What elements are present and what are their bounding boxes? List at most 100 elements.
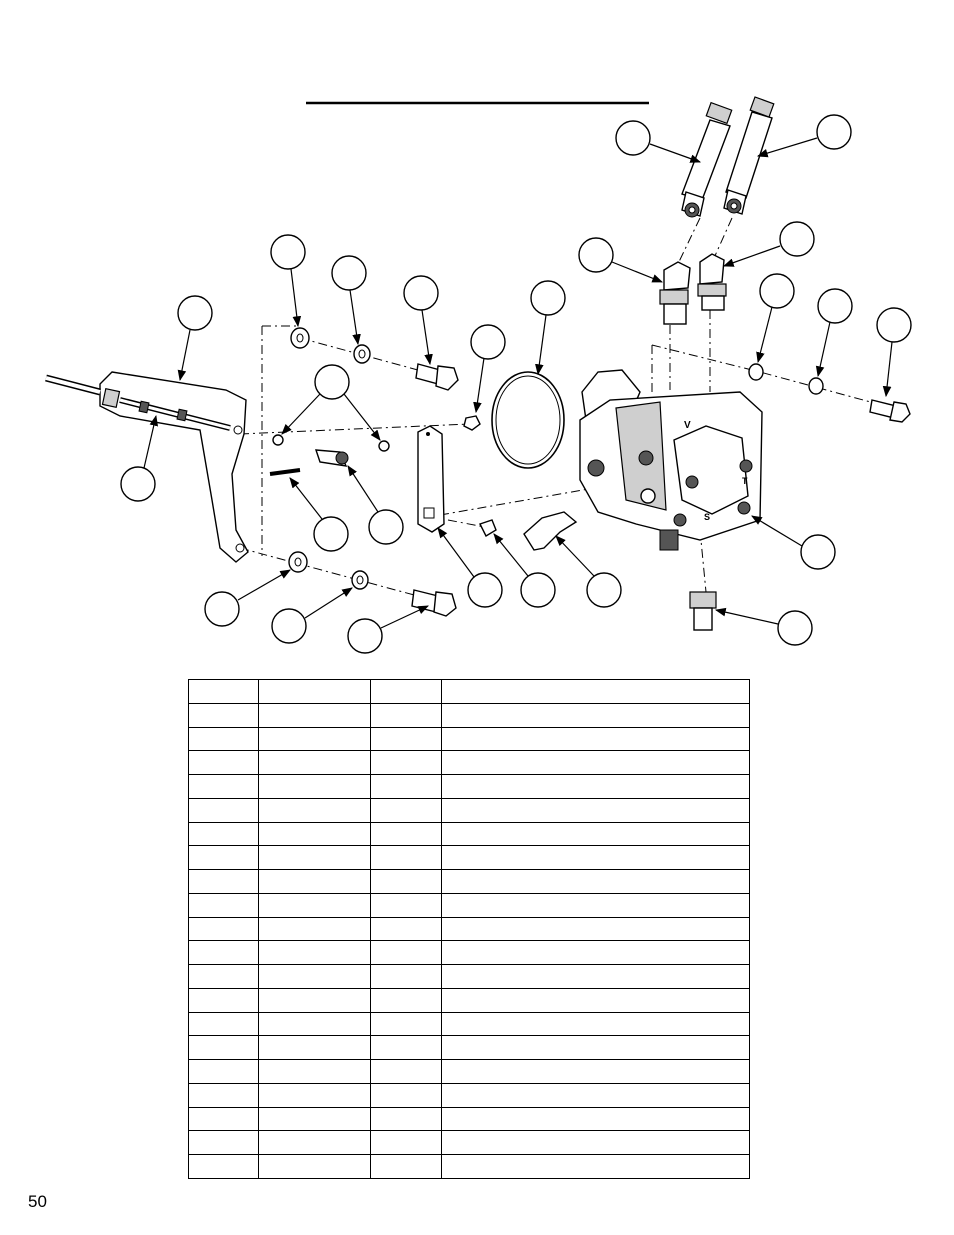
lock-washer-right	[808, 377, 824, 395]
table-cell	[188, 679, 259, 704]
callout-8	[530, 280, 566, 316]
callout-18	[467, 572, 503, 608]
table-cell	[258, 987, 371, 1013]
callout-1	[615, 120, 651, 156]
callout-19	[520, 572, 556, 608]
table-cell	[441, 821, 750, 847]
table-cell	[188, 1035, 259, 1060]
table-cell	[258, 774, 371, 799]
callouts	[120, 114, 912, 654]
table-cell	[258, 821, 371, 847]
spacer	[479, 519, 497, 537]
mounting-bracket	[99, 371, 249, 563]
washer-right	[748, 363, 764, 381]
pin-small	[269, 468, 301, 476]
table-cell	[258, 892, 371, 918]
table-cell	[441, 1011, 750, 1037]
table-row	[188, 892, 750, 918]
table-cell	[188, 750, 259, 775]
callout-23	[271, 608, 307, 644]
callout-6	[331, 255, 367, 291]
table-cell	[370, 916, 442, 942]
callout-15	[120, 466, 156, 502]
table-cell	[188, 702, 259, 728]
table-cell	[188, 1130, 259, 1155]
port-label-v: V	[684, 420, 691, 431]
table-row	[188, 1035, 750, 1060]
table-cell	[188, 916, 259, 942]
table-cell	[441, 1035, 750, 1060]
table-cell	[441, 1059, 750, 1084]
table-cell	[258, 702, 371, 728]
exploded-parts-diagram: V T S	[45, 96, 912, 654]
table-cell	[258, 916, 371, 942]
table-cell	[441, 679, 750, 704]
table-cell	[441, 845, 750, 870]
table-cell	[258, 1106, 371, 1132]
table-cell	[258, 750, 371, 775]
table-cell	[370, 1154, 442, 1179]
callout-9	[759, 273, 795, 309]
parts-list-table	[188, 679, 750, 1179]
table-cell	[370, 1059, 442, 1084]
table-row	[188, 916, 750, 942]
table-cell	[188, 987, 259, 1013]
straight-fitting-lower	[689, 591, 717, 631]
table-cell	[258, 1011, 371, 1037]
table-row	[188, 1106, 750, 1132]
table-cell	[441, 702, 750, 728]
table-row	[188, 869, 750, 894]
lock-washer-upper	[353, 344, 371, 364]
callout-11	[876, 307, 912, 343]
callout-5	[270, 234, 306, 270]
table-cell	[370, 845, 442, 870]
table-row	[188, 774, 750, 799]
table-cell	[441, 797, 750, 823]
table-cell	[188, 869, 259, 894]
callout-20	[586, 572, 622, 608]
table-cell	[370, 1011, 442, 1037]
callout-14	[314, 364, 350, 400]
table-cell	[188, 1082, 259, 1108]
bolt-right	[869, 399, 911, 423]
table-cell	[258, 726, 371, 752]
table-cell	[370, 1082, 442, 1108]
table-cell	[370, 940, 442, 965]
nut-left	[272, 434, 284, 446]
callout-12	[177, 295, 213, 331]
callout-7	[403, 275, 439, 311]
table-cell	[441, 987, 750, 1013]
table-cell	[441, 726, 750, 752]
table-cell	[441, 916, 750, 942]
elbow-fitting	[523, 511, 578, 551]
table-cell	[370, 821, 442, 847]
table-cell	[188, 774, 259, 799]
table-row	[188, 1082, 750, 1108]
table-cell	[370, 1106, 442, 1132]
table-cell	[258, 1082, 371, 1108]
table-row	[188, 1130, 750, 1155]
table-cell	[370, 702, 442, 728]
table-cell	[370, 774, 442, 799]
table-cell	[370, 1035, 442, 1060]
table-row	[188, 821, 750, 847]
table-cell	[258, 845, 371, 870]
table-cell	[441, 940, 750, 965]
table-cell	[258, 869, 371, 894]
table-cell	[441, 750, 750, 775]
table-cell	[441, 892, 750, 918]
table-cell	[370, 750, 442, 775]
table-cell	[258, 1059, 371, 1084]
table-row	[188, 702, 750, 728]
adapter-fitting-left	[659, 261, 691, 325]
table-cell	[441, 1106, 750, 1132]
bolt-upper	[415, 363, 459, 391]
nut-small	[463, 415, 481, 431]
table-row	[188, 1154, 750, 1179]
table-cell	[441, 964, 750, 989]
table-cell	[188, 964, 259, 989]
table-cell	[258, 964, 371, 989]
hydraulic-pump: V T S	[579, 369, 763, 551]
table-cell	[441, 1130, 750, 1155]
table-row	[188, 750, 750, 775]
